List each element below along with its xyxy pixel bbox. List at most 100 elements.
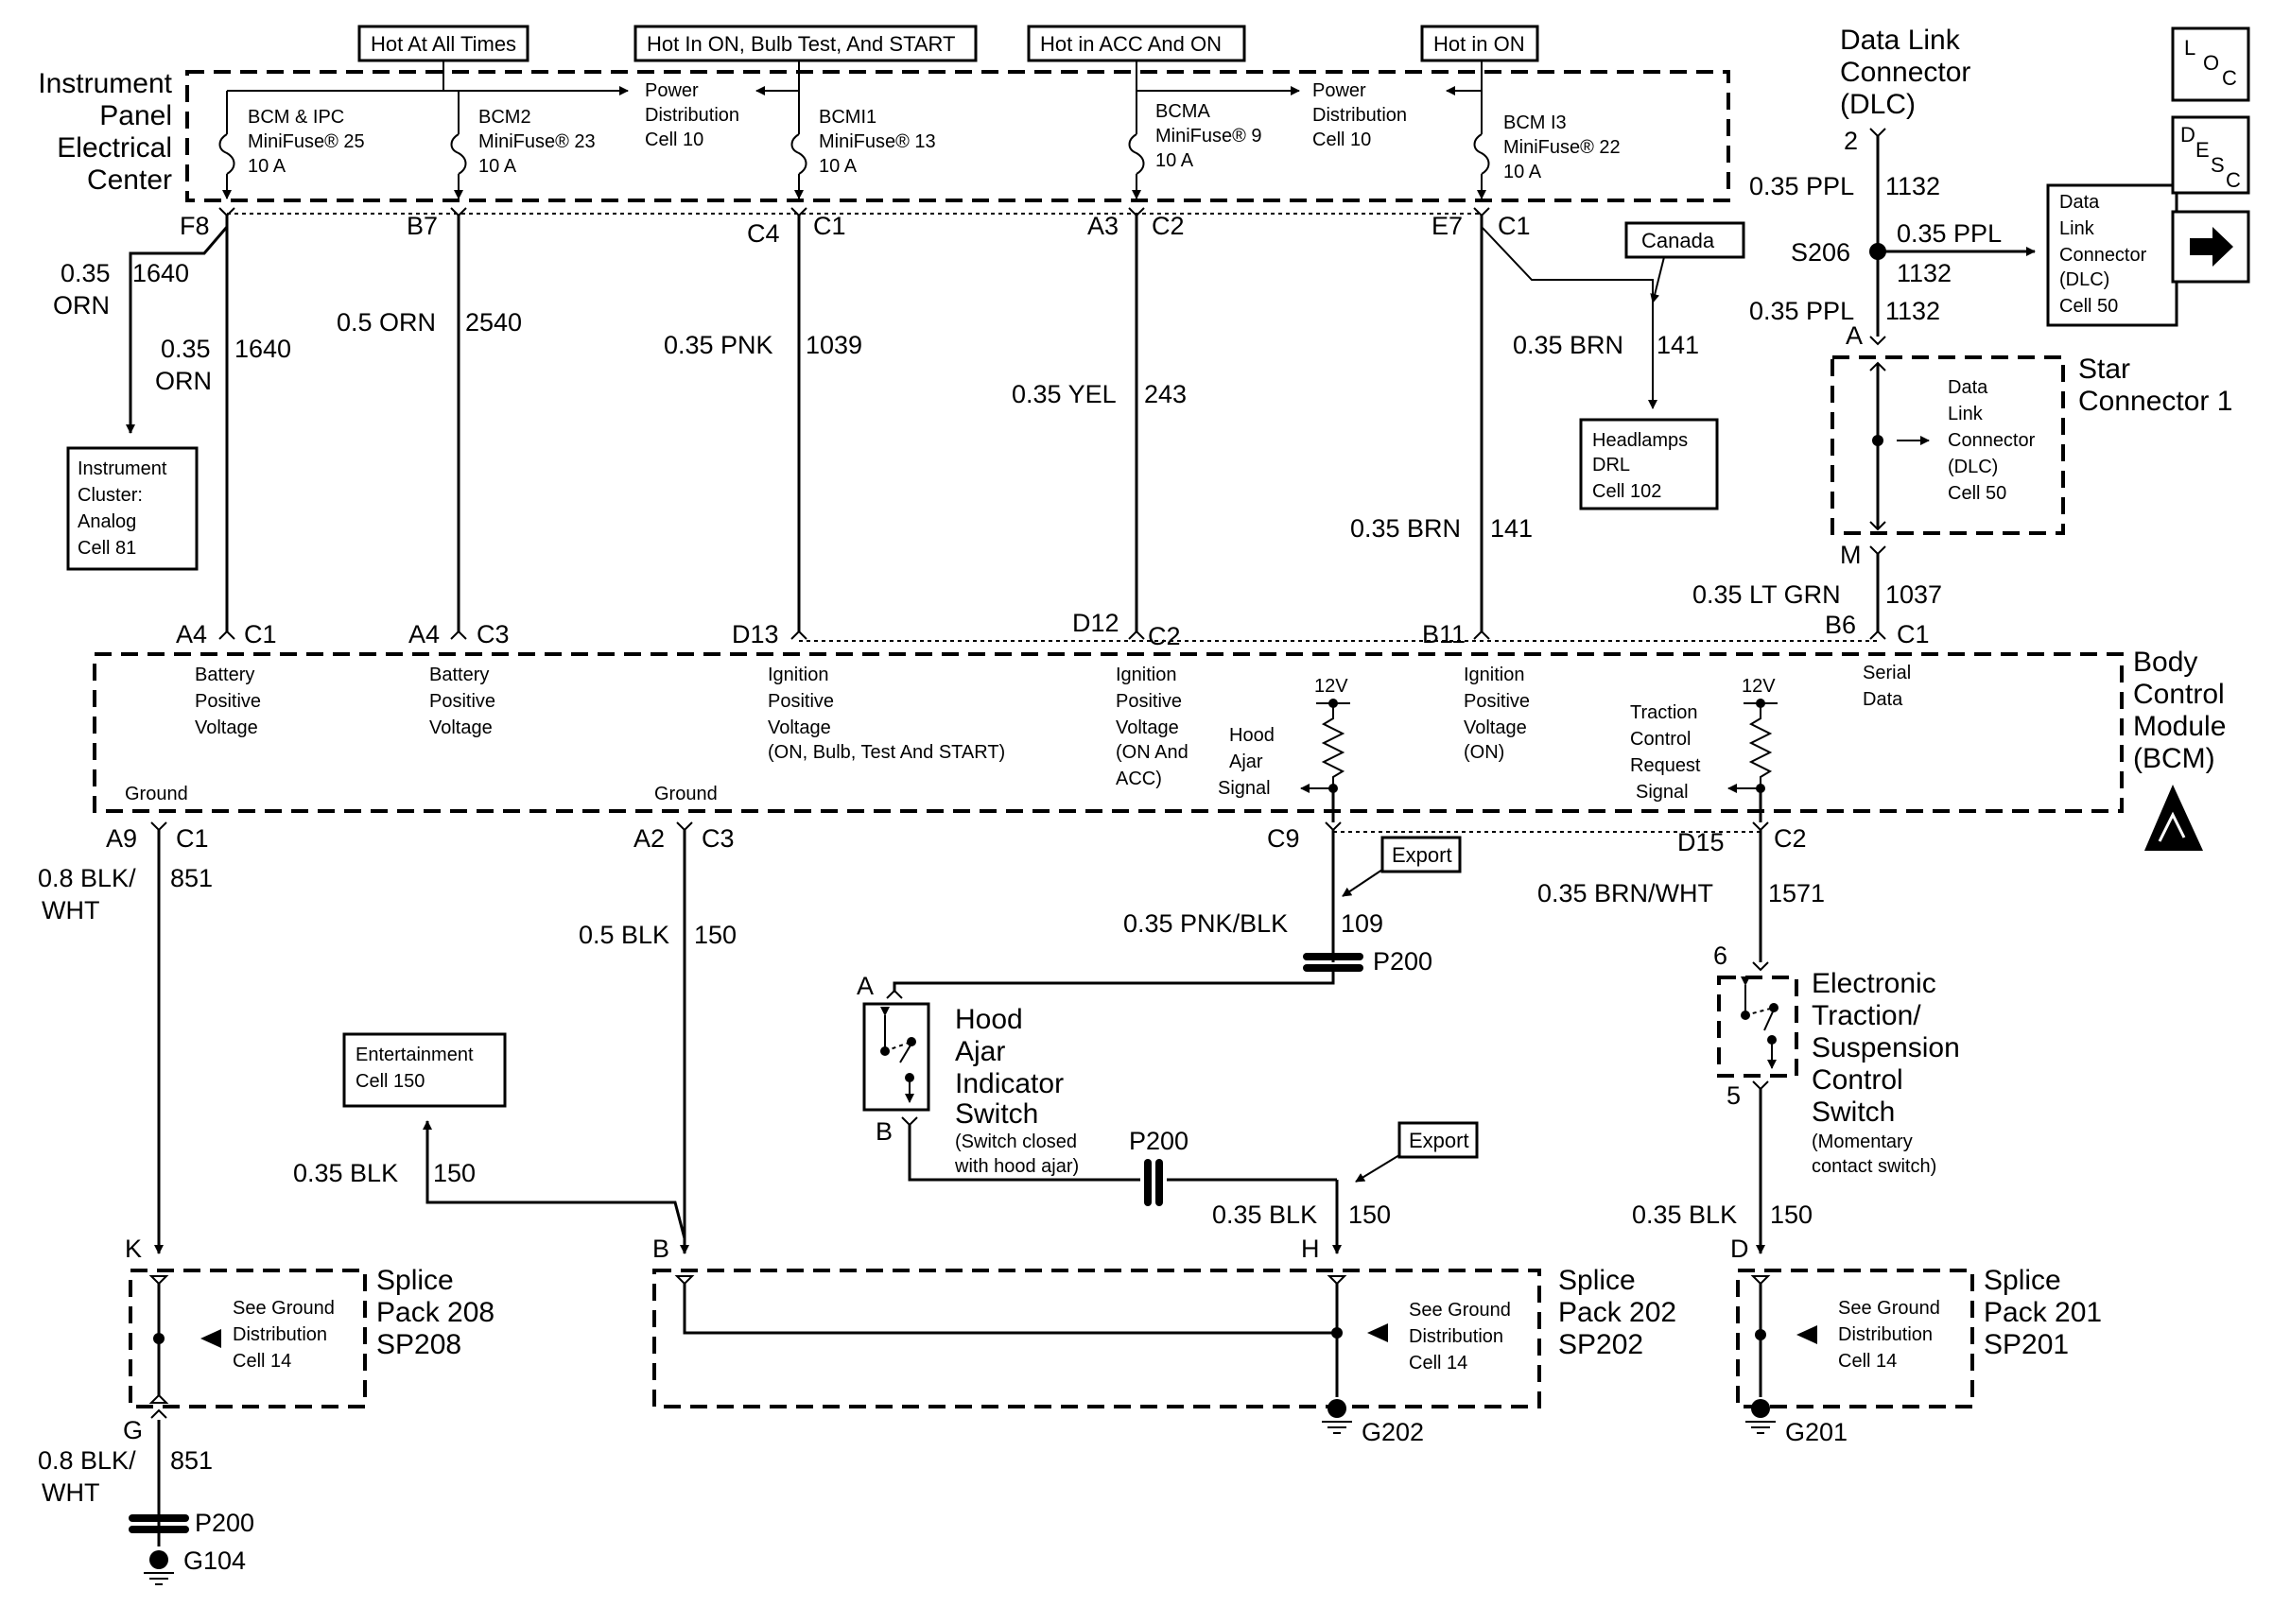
hood-signal-line-2: Ajar [1229,752,1263,772]
ipec-title-3: Electrical [57,132,172,164]
wire-2540-circuit: 2540 [465,308,522,337]
hood-switch-pin-b: B [876,1117,893,1146]
splice-pack-202: B H See Ground Distribution Cell 14 Spli… [652,1235,1676,1408]
sp202-see-1: See Ground [1409,1300,1511,1321]
feed-label-hot-in-on-bulb-start: Hot In ON, Bulb Test, And START [647,32,955,56]
dlc-wire3-label: 0.35 PPL [1749,297,1854,325]
arrow-right-icon[interactable] [2171,210,2250,284]
star-inner-line-2: Link [1948,404,1984,424]
sp202-pin-h: H [1301,1235,1320,1263]
wire-150d-label: 0.35 BLK [1632,1201,1737,1229]
sp208-pin-g: G [123,1416,143,1444]
fuse-bcm2-rating: 10 A [478,156,517,177]
sp202-title-2: Pack 202 [1558,1297,1676,1328]
bcm-input-4-line-5: ACC) [1116,769,1162,789]
bcm-input-5-line-1: Ignition [1464,665,1525,685]
ground-g202: G202 [1322,1399,1424,1446]
wire-1640: 0.35 1640 ORN 0.35 1640 ORN [53,216,291,631]
wire-1640a-gauge: 0.35 [61,259,111,287]
hood-switch-title-4: Switch [955,1098,1038,1130]
p200-label-3: P200 [195,1509,254,1537]
svg-text:D: D [2180,123,2195,147]
ets-title-4: Control [1812,1064,1903,1096]
ets-title-3: Suspension [1812,1032,1960,1063]
ipec-pins: F8 B7 C4 C1 A3 C2 E7 C1 [180,207,1531,248]
bcm-title-4: (BCM) [2133,743,2215,774]
star-pin-a: A [1846,321,1863,350]
wire-150d-circuit: 150 [1770,1201,1813,1229]
hood-signal-line-3: Signal [1218,778,1271,799]
dlc-ref-line-5: Cell 50 [2059,296,2118,317]
power-dist-2-line-3: Cell 10 [1312,130,1371,150]
sp208-see-3: Cell 14 [233,1351,291,1372]
fuse-bcma: BCMA MiniFuse® 9 10 A [1128,91,1262,199]
sp208-title-2: Pack 208 [376,1297,495,1328]
bcm-inputs: Battery Positive Voltage Battery Positiv… [195,663,1911,789]
body-control-module: Body Control Module (BCM) [93,647,2226,813]
svg-text:O: O [2203,51,2219,75]
bcm-bottom-pins: A9 C1 A2 C3 C9 D15 C2 [106,821,1807,856]
bcm-input-6-line-1: Serial [1863,663,1911,683]
star-wire-label: 0.35 LT GRN [1692,580,1841,609]
wire-2540: 0.5 ORN 2540 [337,216,522,631]
bcm-input-5-line-4: (ON) [1464,742,1504,763]
bcm-input-4-line-1: Ignition [1116,665,1177,685]
bcm-input-1-line-1: Battery [195,665,254,685]
v12-traction: 12V [1742,676,1776,697]
ground-g104-label: G104 [183,1546,246,1575]
wire-1640b-color: ORN [155,367,212,395]
hood-ajar-pullup: 12V Hood Ajar Signal [1218,676,1350,822]
fuse-bcm-i3-rating: 10 A [1503,162,1542,182]
ground-g201: G201 [1745,1399,1848,1446]
canada-label: Canada [1641,229,1715,252]
ipec-title-4: Center [87,164,172,196]
traction-signal-line-1: Traction [1630,702,1698,723]
instrument-cluster-ref: Instrument Cluster: Analog Cell 81 [66,446,199,571]
fuse-bcmi1-rating: 10 A [819,156,858,177]
sp208-pin-k: K [125,1235,142,1263]
power-dist-1-line-1: Power [645,80,699,101]
sp201-see-3: Cell 14 [1838,1351,1897,1372]
power-dist-1-line-2: Distribution [645,105,739,126]
wire-141b-circuit: 141 [1490,514,1533,543]
ipec-title-2: Panel [99,100,172,131]
hood-ajar-indicator-switch: A Hood Ajar Indicator Switch (Switch clo… [857,972,1479,1254]
dlc-ref-line-2: Link [2059,218,2095,239]
wire-1640a-circuit: 1640 [132,259,189,287]
svg-text:E: E [2195,138,2210,162]
ground-g202-label: G202 [1362,1418,1424,1446]
star-inner-line-1: Data [1948,377,1988,398]
ets-note-2: contact switch) [1812,1156,1936,1177]
bcm-pin-a4-c1: A4 [176,620,207,648]
bcm-conn-c2: C2 [1148,622,1181,650]
bcm-input-3-line-2: Positive [768,691,834,712]
p200-connector-2 [1144,1159,1163,1206]
traction-signal-line-2: Control [1630,729,1691,750]
dlc-wire2-circuit: 1132 [1897,259,1952,287]
loc-icon[interactable]: L O C [2171,26,2250,102]
desc-icon[interactable]: D E S C [2171,115,2250,195]
sp208-title-3: SP208 [376,1329,461,1360]
traction-pullup: 12V Traction Control Request Signal [1630,676,1778,822]
p200-label-2: P200 [1129,1127,1189,1155]
fuse-bcma-name: BCMA [1155,101,1210,122]
cluster-line-1: Instrument [78,458,167,479]
wire-150c-label: 0.35 BLK [1212,1201,1317,1229]
power-dist-2-line-1: Power [1312,80,1366,101]
fuse-bcm2-type: MiniFuse® 23 [478,131,596,152]
headlamps-drl-ref: Headlamps DRL Cell 102 [1579,418,1719,510]
wire-109-circuit: 109 [1341,909,1383,938]
wire-141a-label: 0.35 BRN [1513,331,1623,359]
ipec-pin-f8: F8 [180,212,210,240]
dlc-title-1: Data Link [1840,25,1961,56]
wire-851a-circuit: 851 [170,864,213,892]
sp201-title-3: SP201 [1984,1329,2069,1360]
wire-141a-circuit: 141 [1657,331,1699,359]
wire-150b-label: 0.35 BLK [293,1159,398,1187]
wire-851b-circuit: 851 [170,1446,213,1475]
entertainment-ref: Entertainment Cell 150 0.35 BLK 150 [293,1032,686,1239]
canada-ref: Canada [1624,221,1745,303]
fuse-bcmi1-type: MiniFuse® 13 [819,131,936,152]
bcm-conn-c2-bottom: C2 [1774,824,1807,853]
bcm-input-5-line-2: Positive [1464,691,1530,712]
